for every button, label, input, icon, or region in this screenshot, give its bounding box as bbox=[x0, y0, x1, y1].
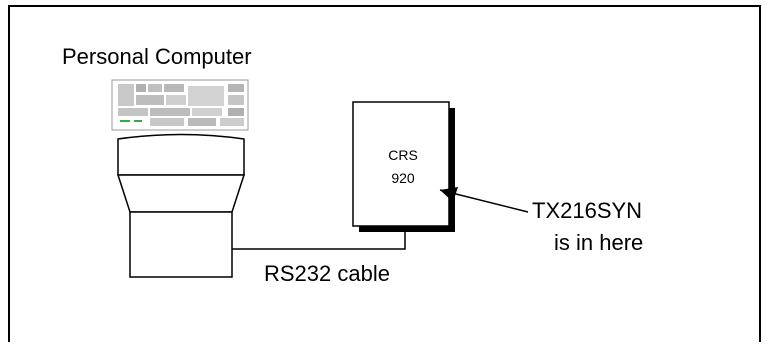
callout-label-line2: is in here bbox=[554, 230, 644, 255]
frame-border bbox=[8, 5, 761, 342]
computer-tower-icon bbox=[116, 133, 246, 278]
keyboard-icon bbox=[111, 79, 249, 131]
cable-label: RS232 cable bbox=[264, 261, 390, 286]
device-label-line2: 920 bbox=[391, 170, 415, 186]
rs232-cable bbox=[232, 228, 406, 250]
callout-label-line1: TX216SYN bbox=[532, 198, 643, 223]
device-box bbox=[352, 101, 450, 227]
computer-label: Personal Computer bbox=[62, 44, 252, 69]
callout-arrowhead bbox=[440, 187, 458, 202]
device-label-line1: CRS bbox=[388, 147, 418, 163]
